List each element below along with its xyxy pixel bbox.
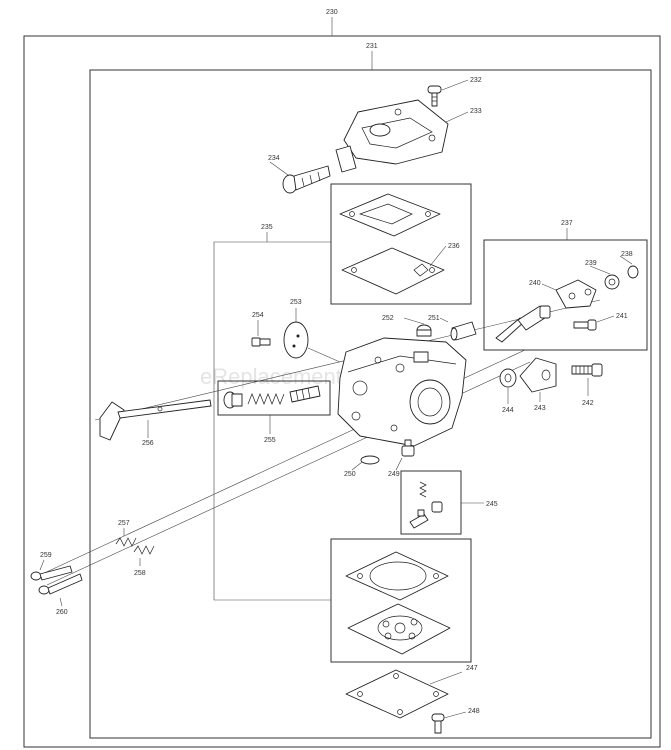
label-257: 257 bbox=[118, 520, 130, 527]
ring-238 bbox=[627, 265, 639, 279]
disk-253 bbox=[283, 321, 309, 359]
insulator-243 bbox=[519, 357, 557, 393]
label-260: 260 bbox=[56, 609, 68, 616]
label-255: 255 bbox=[264, 437, 276, 444]
screw-260 bbox=[38, 573, 83, 595]
label-242: 242 bbox=[582, 400, 594, 407]
screw-232 bbox=[427, 85, 442, 107]
label-241: 241 bbox=[616, 313, 628, 320]
valve-parts-245 bbox=[409, 481, 443, 529]
label-237: 237 bbox=[561, 220, 573, 227]
screw-242 bbox=[571, 363, 603, 377]
shaft-256 bbox=[99, 399, 212, 441]
label-256: 256 bbox=[142, 440, 154, 447]
label-253: 253 bbox=[290, 299, 302, 306]
label-232: 232 bbox=[470, 77, 482, 84]
needle-valve bbox=[495, 305, 551, 343]
needle-box-237 bbox=[483, 239, 648, 351]
label-243: 243 bbox=[534, 405, 546, 412]
diaphragm-lower bbox=[347, 603, 451, 655]
label-234: 234 bbox=[268, 155, 280, 162]
lever-240 bbox=[555, 279, 597, 309]
outer-frame-230 bbox=[23, 35, 661, 748]
valve-box-245 bbox=[400, 470, 462, 535]
label-249: 249 bbox=[388, 471, 400, 478]
gasket-box-236 bbox=[330, 183, 472, 305]
label-238: 238 bbox=[621, 251, 633, 258]
screw-248 bbox=[431, 713, 445, 734]
screw-254 bbox=[251, 337, 271, 347]
label-240: 240 bbox=[529, 280, 541, 287]
plug-249 bbox=[401, 439, 415, 457]
label-245: 245 bbox=[486, 501, 498, 508]
label-231: 231 bbox=[366, 43, 378, 50]
label-235: 235 bbox=[261, 224, 273, 231]
screw-259 bbox=[30, 565, 73, 581]
label-254: 254 bbox=[252, 312, 264, 319]
inner-frame-231 bbox=[89, 69, 652, 739]
spring-258 bbox=[133, 545, 155, 555]
screw-241 bbox=[573, 319, 597, 331]
group-outline-235 bbox=[213, 241, 331, 601]
label-252: 252 bbox=[382, 315, 394, 322]
diaphragm-box bbox=[330, 538, 472, 663]
gasket-lower bbox=[345, 551, 449, 601]
label-236: 236 bbox=[448, 243, 460, 250]
label-248: 248 bbox=[468, 708, 480, 715]
pump-box-255 bbox=[217, 380, 331, 416]
carburetor-body bbox=[337, 337, 467, 447]
cover-plate-247 bbox=[345, 669, 449, 719]
gaskets-236 bbox=[339, 193, 445, 295]
pump-parts-255 bbox=[223, 385, 321, 409]
label-250: 250 bbox=[344, 471, 356, 478]
o-ring-250 bbox=[360, 455, 380, 465]
washer-239 bbox=[604, 274, 620, 290]
spring-257 bbox=[115, 537, 137, 547]
label-230: 230 bbox=[326, 9, 338, 16]
label-244: 244 bbox=[502, 407, 514, 414]
label-239: 239 bbox=[585, 260, 597, 267]
label-259: 259 bbox=[40, 552, 52, 559]
label-258: 258 bbox=[134, 570, 146, 577]
label-233: 233 bbox=[470, 108, 482, 115]
plug-252 bbox=[416, 324, 432, 337]
cover-233 bbox=[335, 99, 449, 173]
label-247: 247 bbox=[466, 665, 478, 672]
fitting-251 bbox=[450, 321, 477, 341]
adjust-screw-234 bbox=[282, 165, 331, 194]
label-251: 251 bbox=[428, 315, 440, 322]
seal-244 bbox=[499, 368, 517, 388]
